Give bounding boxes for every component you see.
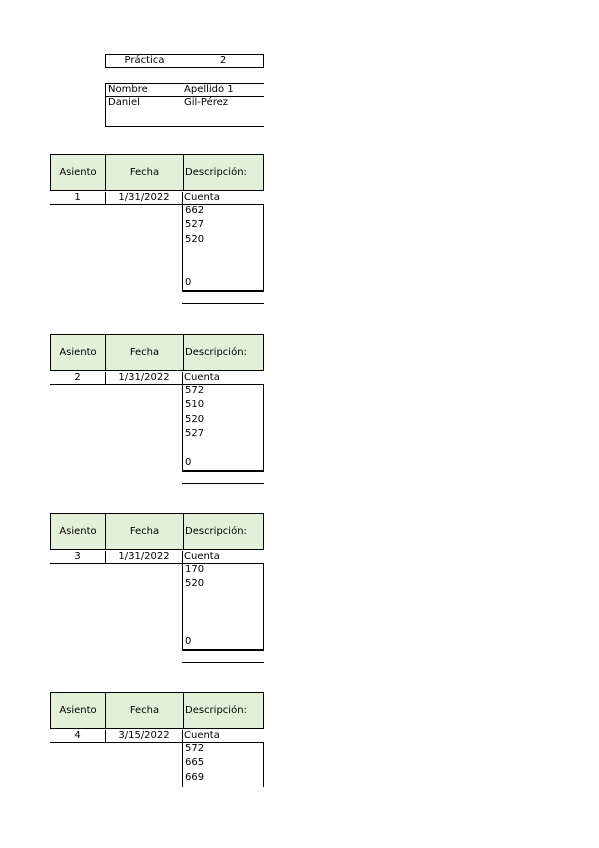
practica-box: Práctica 2	[105, 54, 264, 68]
fecha-header: Fecha	[106, 693, 184, 728]
fecha-sep	[182, 372, 183, 385]
summary-row	[182, 650, 264, 663]
account-total: 0	[185, 636, 192, 647]
account-total: 0	[185, 457, 192, 468]
student-header-line	[106, 96, 264, 97]
entry-data-row: 2 1/31/2022 Cuenta	[50, 372, 264, 385]
entry-fecha: 1/31/2022	[118, 192, 170, 203]
accounts-box: 572 665 669	[182, 743, 264, 787]
asiento-header: Asiento	[51, 335, 106, 370]
account-code: 662	[185, 205, 205, 216]
account-code: 527	[185, 428, 205, 440]
entry-cuenta-label: Cuenta	[184, 551, 220, 562]
entry-asiento: 4	[74, 730, 81, 741]
account-code: 527	[185, 219, 205, 231]
entry-header: Asiento Fecha Descripción:	[50, 692, 264, 729]
student-name: Daniel	[108, 97, 140, 108]
account-code: 669	[185, 771, 205, 783]
fecha-sep	[182, 730, 183, 743]
account-code: 520	[185, 233, 205, 245]
entry-data-row: 1 1/31/2022 Cuenta	[50, 192, 264, 205]
entry-cuenta-label: Cuenta	[184, 372, 220, 383]
fecha-sep	[182, 192, 183, 205]
entry-asiento: 2	[74, 372, 81, 383]
practica-value: 2	[219, 55, 227, 66]
fecha-sep	[182, 551, 183, 564]
accounts-box: 572 510 520 527 0	[182, 385, 264, 471]
student-box: Nombre Apellido 1 Daniel Gil-Pérez	[105, 83, 264, 127]
asiento-header: Asiento	[51, 693, 106, 728]
entry-fecha: 1/31/2022	[118, 372, 170, 383]
accounts-box: 662 527 520 0	[182, 205, 264, 291]
fecha-header: Fecha	[106, 335, 184, 370]
account-code: 510	[185, 399, 205, 411]
descripcion-header: Descripción:	[185, 526, 247, 537]
accounts-box: 170 520 0	[182, 564, 264, 650]
entry-header: Asiento Fecha Descripción:	[50, 154, 264, 191]
entry-data-row: 3 1/31/2022 Cuenta	[50, 551, 264, 564]
asiento-sep	[105, 551, 106, 564]
student-surname-header: Apellido 1	[184, 84, 234, 95]
account-total: 0	[185, 277, 192, 288]
asiento-header: Asiento	[51, 514, 106, 549]
entry-cuenta-label: Cuenta	[184, 192, 220, 203]
entry-header: Asiento Fecha Descripción:	[50, 334, 264, 371]
practica-label: Práctica	[124, 55, 165, 66]
entry-asiento: 3	[74, 551, 81, 562]
asiento-sep	[105, 730, 106, 743]
summary-row	[182, 291, 264, 304]
asiento-sep	[105, 372, 106, 385]
descripcion-header: Descripción:	[185, 167, 247, 178]
summary-row	[182, 471, 264, 484]
student-surname: Gil-Pérez	[184, 97, 229, 108]
descripcion-header: Descripción:	[185, 347, 247, 358]
fecha-header: Fecha	[106, 514, 184, 549]
account-code: 572	[185, 743, 205, 754]
asiento-header: Asiento	[51, 155, 106, 190]
student-name-header: Nombre	[108, 84, 148, 95]
account-code: 520	[185, 413, 205, 425]
entry-asiento: 1	[74, 192, 81, 203]
account-code: 665	[185, 757, 205, 769]
entry-header: Asiento Fecha Descripción:	[50, 513, 264, 550]
fecha-header: Fecha	[106, 155, 184, 190]
account-code: 572	[185, 385, 205, 396]
descripcion-header: Descripción:	[185, 705, 247, 716]
entry-data-row: 4 3/15/2022 Cuenta	[50, 730, 264, 743]
asiento-sep	[105, 192, 106, 205]
entry-fecha: 1/31/2022	[118, 551, 170, 562]
entry-cuenta-label: Cuenta	[184, 730, 220, 741]
account-code: 520	[185, 578, 205, 590]
account-code: 170	[185, 564, 205, 575]
entry-fecha: 3/15/2022	[118, 730, 170, 741]
